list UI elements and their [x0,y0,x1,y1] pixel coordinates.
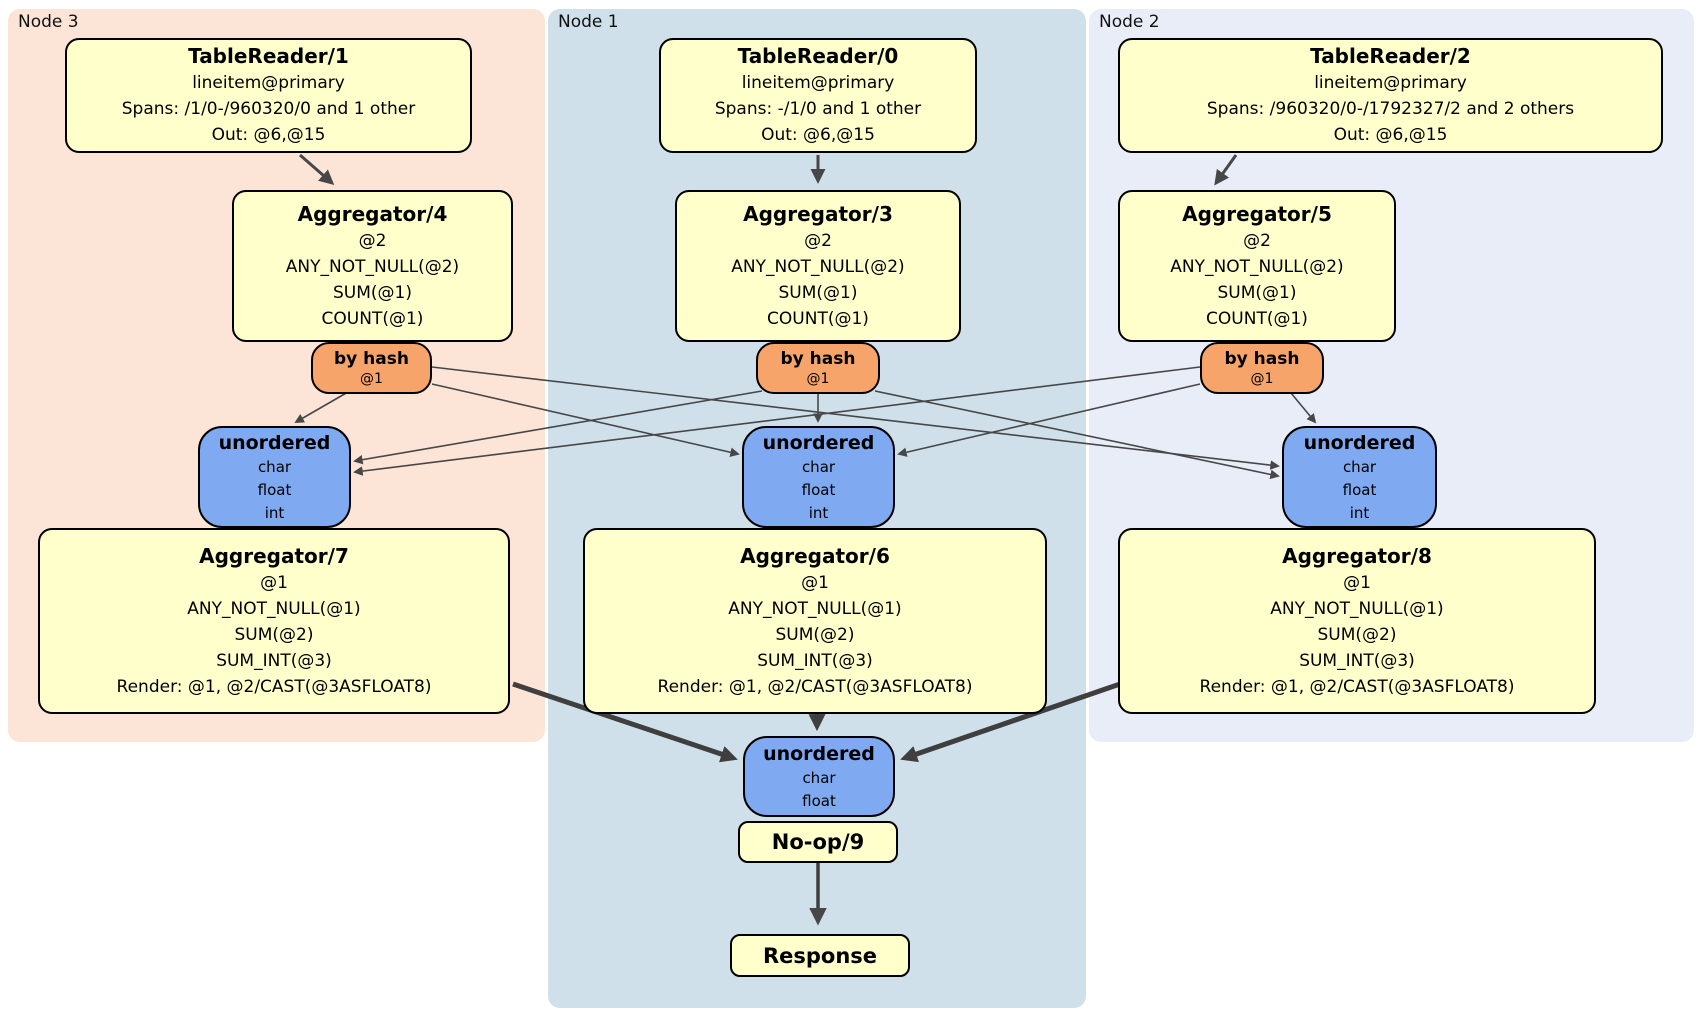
box-line: SUM(@1) [1217,282,1297,303]
box-line: Render: @1, @2/CAST(@3ASFLOAT8) [116,676,432,697]
box-title: Aggregator/5 [1182,201,1332,226]
box-line: ANY_NOT_NULL(@1) [187,598,361,619]
aggregator-4-box: Aggregator/4 @2 ANY_NOT_NULL(@2) SUM(@1)… [232,190,513,342]
aggregator-7-box: Aggregator/7 @1 ANY_NOT_NULL(@1) SUM(@2)… [38,528,510,714]
box-title: Aggregator/3 [743,201,893,226]
box-title: TableReader/2 [1310,44,1471,68]
box-line: Out: @6,@15 [1333,125,1448,145]
box-title: TableReader/0 [737,44,899,68]
node3-label: Node 3 [18,12,79,32]
box-line: SUM(@2) [1317,624,1397,645]
box-line: SUM_INT(@3) [757,650,873,671]
box-title: No-op/9 [771,830,865,854]
box-line: SUM(@1) [333,282,412,303]
router-detail: @1 [1250,370,1274,387]
box-line: ANY_NOT_NULL(@2) [731,256,905,277]
by-hash-router-left: by hash @1 [311,342,432,394]
router-title: by hash [1224,348,1300,369]
box-line: Spans: -/1/0 and 1 other [714,99,922,119]
sync-line: int [264,503,285,522]
sync-line: char [1342,457,1377,476]
box-line: SUM_INT(@3) [216,650,332,671]
box-title: TableReader/1 [188,44,349,68]
box-line: COUNT(@1) [1206,308,1308,329]
box-line: SUM(@1) [778,282,858,303]
box-line: lineitem@primary [741,73,895,93]
tablereader-1-box: TableReader/1 lineitem@primary Spans: /1… [65,38,472,153]
sync-line: float [802,791,836,810]
box-line: Spans: /960320/0-/1792327/2 and 2 others [1206,99,1575,119]
aggregator-5-box: Aggregator/5 @2 ANY_NOT_NULL(@2) SUM(@1)… [1118,190,1396,342]
sync-line: int [808,503,829,522]
box-line: ANY_NOT_NULL(@2) [285,256,460,277]
box-line: @2 [1243,230,1271,251]
final-unordered-sync: unordered char float [743,736,895,817]
box-title: Aggregator/6 [740,543,890,568]
box-line: COUNT(@1) [767,308,869,329]
response-box: Response [730,934,910,977]
unordered-sync-right: unordered char float int [1282,426,1437,528]
box-line: Spans: /1/0-/960320/0 and 1 other [121,99,416,119]
sync-line: char [802,768,836,787]
sync-line: float [257,480,292,499]
by-hash-router-right: by hash @1 [1200,342,1324,394]
aggregator-8-box: Aggregator/8 @1 ANY_NOT_NULL(@1) SUM(@2)… [1118,528,1596,714]
box-line: Out: @6,@15 [761,125,875,145]
box-line: SUM(@2) [775,624,855,645]
tablereader-0-box: TableReader/0 lineitem@primary Spans: -/… [659,38,977,153]
sync-line: float [1342,480,1377,499]
sync-line: char [801,457,836,476]
node2-label: Node 2 [1099,12,1160,32]
by-hash-router-center: by hash @1 [756,342,880,394]
box-line: @2 [358,230,387,251]
box-line: @1 [801,572,829,593]
box-title: Response [762,943,878,968]
noop-box: No-op/9 [738,821,898,863]
box-line: @2 [804,230,832,251]
router-title: by hash [334,348,409,369]
sync-line: char [257,457,292,476]
box-line: Out: @6,@15 [211,125,326,145]
node1-label: Node 1 [558,12,619,32]
box-title: Aggregator/4 [297,201,448,226]
router-detail: @1 [360,370,383,387]
box-line: Render: @1, @2/CAST(@3ASFLOAT8) [1199,676,1515,697]
box-line: COUNT(@1) [321,308,424,329]
box-line: @1 [260,572,288,593]
box-line: lineitem@primary [192,73,345,93]
router-detail: @1 [806,370,830,387]
box-line: SUM(@2) [234,624,314,645]
unordered-sync-left: unordered char float int [198,426,351,528]
router-title: by hash [780,348,856,369]
box-line: lineitem@primary [1314,73,1467,93]
aggregator-6-box: Aggregator/6 @1 ANY_NOT_NULL(@1) SUM(@2)… [583,528,1047,714]
unordered-sync-center: unordered char float int [742,426,895,528]
sync-title: unordered [1303,431,1416,454]
sync-line: int [1349,503,1370,522]
box-line: SUM_INT(@3) [1299,650,1415,671]
box-title: Aggregator/7 [199,543,349,568]
box-line: Render: @1, @2/CAST(@3ASFLOAT8) [657,676,973,697]
box-line: @1 [1343,572,1371,593]
aggregator-3-box: Aggregator/3 @2 ANY_NOT_NULL(@2) SUM(@1)… [675,190,961,342]
sync-title: unordered [762,431,875,454]
sync-title: unordered [763,742,875,765]
box-title: Aggregator/8 [1282,543,1432,568]
tablereader-2-box: TableReader/2 lineitem@primary Spans: /9… [1118,38,1663,153]
sync-line: float [801,480,836,499]
box-line: ANY_NOT_NULL(@2) [1170,256,1344,277]
sync-title: unordered [218,431,331,454]
box-line: ANY_NOT_NULL(@1) [1270,598,1444,619]
box-line: ANY_NOT_NULL(@1) [728,598,902,619]
